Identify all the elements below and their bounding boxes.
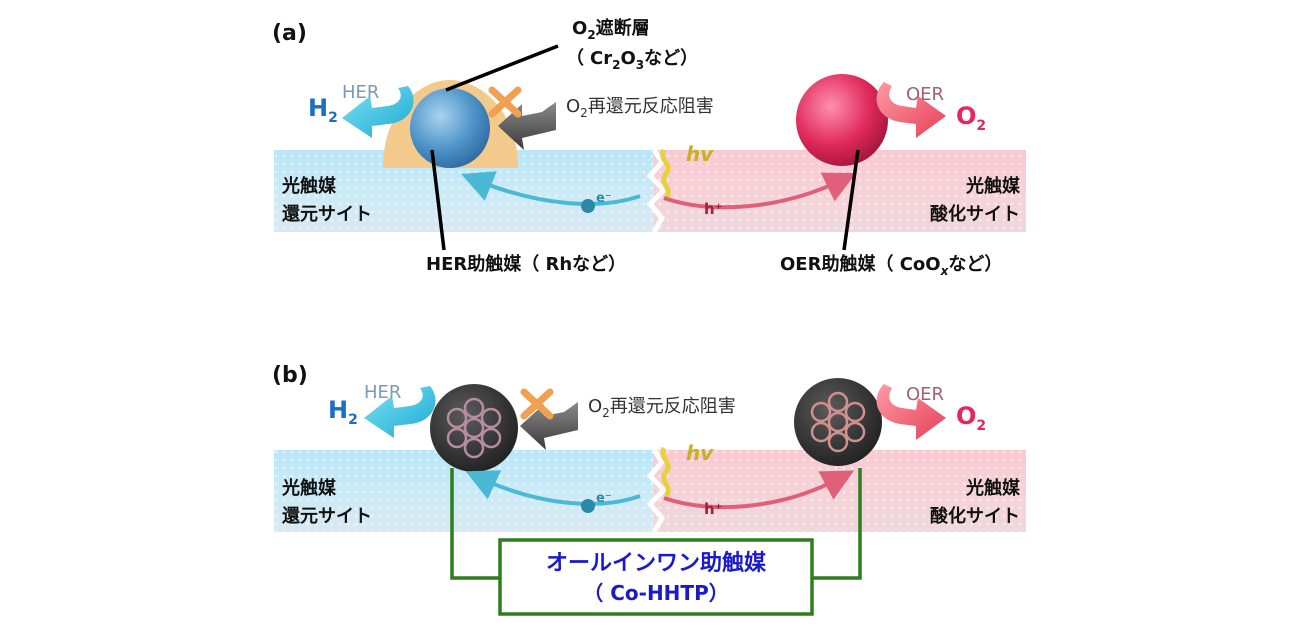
- inhibit-cross-icon: [520, 388, 554, 420]
- o2-rereduction-arrow: [498, 102, 556, 150]
- o2-evolution-arrow: [876, 82, 946, 138]
- oer-cocatalyst-sphere: [796, 74, 888, 166]
- h2-label: H2: [328, 396, 358, 428]
- o2-evolution-arrow: [876, 384, 946, 440]
- oxidation-site-label-line2: 酸化サイト: [930, 505, 1020, 527]
- oxidation-site-label-line1: 光触媒: [965, 175, 1021, 197]
- electron-label: e⁻: [596, 491, 612, 506]
- her-cocatalyst-sphere: [410, 88, 490, 168]
- all-in-one-label-line2: （ Co-HHTP）: [583, 581, 728, 605]
- hv-label: hv: [686, 441, 714, 465]
- o2-label: O2: [956, 102, 986, 134]
- o2-blocking-layer-label: O2遮断層: [572, 17, 650, 42]
- hv-label: hv: [686, 142, 714, 166]
- oer-label: OER: [906, 384, 944, 405]
- inhibit-cross-icon: [488, 86, 522, 118]
- hole-label: h⁺: [704, 200, 723, 218]
- panel-a: (a) hv e⁻ h⁺ HER H2: [272, 17, 1026, 278]
- electron-dot: [581, 499, 595, 513]
- oer-cocatalyst-label: OER助触媒（ CoOxなど）: [780, 253, 1002, 278]
- reduction-site-label-line2: 還元サイト: [282, 204, 372, 225]
- right-bracket-line: [812, 468, 862, 580]
- her-label: HER: [364, 382, 401, 403]
- oxidation-site-label-line1: 光触媒: [965, 477, 1021, 499]
- reduction-site-label-line2: 還元サイト: [282, 506, 372, 527]
- her-cocatalyst-leader-line: [430, 149, 446, 251]
- light-squiggle-icon: [660, 446, 671, 498]
- hole-transfer-arrow: [663, 172, 857, 210]
- hole-transfer-arrow: [663, 470, 855, 510]
- oer-cocatalyst-leader-line: [842, 149, 860, 251]
- electron-transfer-arrow: [461, 171, 641, 206]
- light-squiggle-icon: [660, 148, 671, 200]
- o2-blocking-leader-line: [445, 44, 559, 92]
- o2-rereduction-arrow: [520, 402, 578, 450]
- o2-rereduction-inhibit-label: O2再還元反応阻害: [566, 96, 714, 120]
- o2-rereduction-inhibit-label: O2再還元反応阻害: [588, 396, 736, 420]
- her-label: HER: [342, 82, 379, 103]
- h2-label: H2: [308, 94, 338, 126]
- hole-label: h⁺: [704, 500, 723, 518]
- h2-evolution-arrow: [342, 86, 414, 138]
- panel-b: (b): [272, 363, 1026, 616]
- electron-dot: [581, 199, 595, 213]
- electron-label: e⁻: [596, 191, 612, 206]
- all-in-one-label-line1: オールインワン助触媒: [546, 550, 767, 576]
- layer-boundary: [646, 148, 668, 234]
- panel-b-label: (b): [272, 363, 308, 388]
- her-cocatalyst-label: HER助触媒（ Rhなど）: [426, 253, 626, 275]
- panel-a-label: (a): [272, 21, 307, 46]
- reduction-site-label-line1: 光触媒: [281, 175, 337, 197]
- co-hhtp-right-particle: [794, 378, 882, 466]
- oxidation-site-label-line2: 酸化サイト: [930, 203, 1020, 225]
- reduction-site-label-line1: 光触媒: [281, 477, 337, 499]
- co-hhtp-left-particle: [430, 384, 518, 472]
- o2-label: O2: [956, 402, 986, 434]
- all-in-one-callout-box: [498, 538, 814, 616]
- layer-boundary: [646, 448, 668, 534]
- h2-evolution-arrow: [364, 386, 436, 438]
- electron-transfer-arrow: [465, 470, 641, 506]
- cr2o3-label: （Cr2O3など）: [566, 48, 698, 72]
- oer-label: OER: [906, 84, 944, 105]
- left-bracket-line: [450, 468, 500, 580]
